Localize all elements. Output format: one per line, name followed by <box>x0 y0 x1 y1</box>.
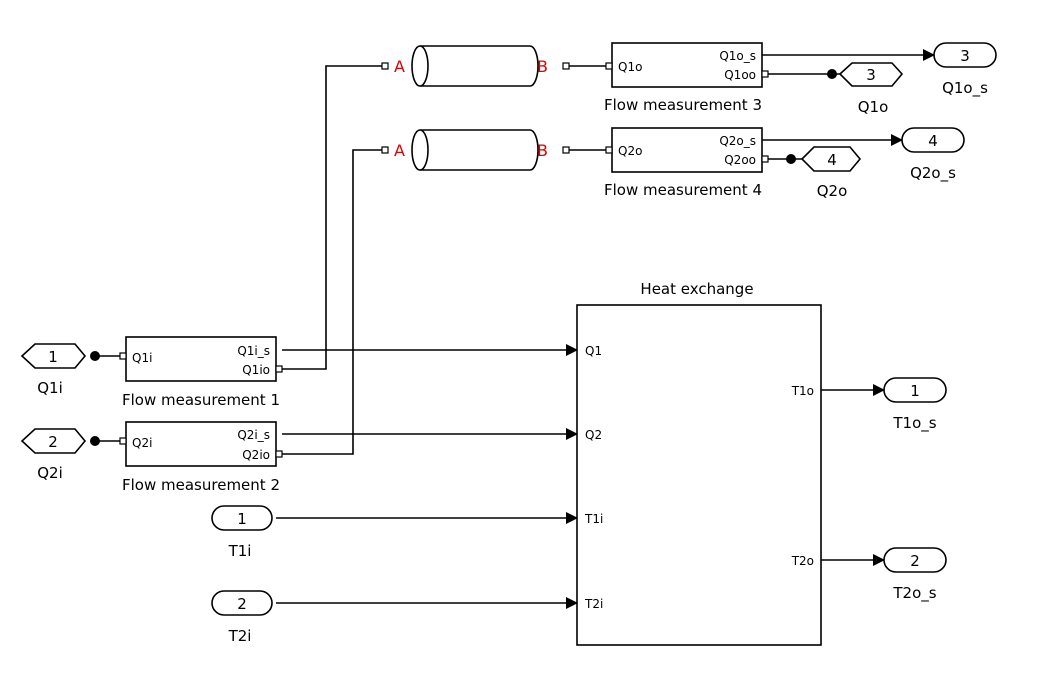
inport-t1i[interactable]: 1 T1i <box>211 505 273 560</box>
port-label: Q1o <box>618 60 642 74</box>
port-icon <box>761 155 769 163</box>
pipe-1-block[interactable]: A B <box>381 45 570 87</box>
block-title: Flow measurement 2 <box>122 476 280 494</box>
port-label: T2o <box>791 554 814 568</box>
flow-measurement-4-block[interactable]: Q2o Q2o_s Q2oo Flow measurement 4 <box>604 127 769 199</box>
pipe-port-a: A <box>394 141 405 160</box>
port-label: T1i <box>584 512 603 526</box>
outport-number: 3 <box>960 47 970 65</box>
pipe-port-b: B <box>537 57 548 76</box>
goto-tag-label: Q2o <box>817 182 848 200</box>
outport-t1o-s[interactable]: 1 T1o_s <box>883 377 947 433</box>
outport-number: 2 <box>910 552 920 570</box>
block-title: Flow measurement 1 <box>122 391 280 409</box>
physical-connection-dot <box>90 436 100 446</box>
port-icon <box>761 70 769 78</box>
block-title: Heat exchange <box>640 280 753 298</box>
goto-tag-number: 2 <box>48 433 58 451</box>
heat-exchange-block[interactable]: Heat exchange Q1 Q2 T1i T2i T1o T2o <box>576 280 822 646</box>
inport-label: T1i <box>228 542 252 560</box>
flow-measurement-3-block[interactable]: Q1o Q1o_s Q1oo Flow measurement 3 <box>604 42 769 114</box>
goto-tag-q2i[interactable]: 2 Q2i <box>20 428 87 482</box>
outport-number: 1 <box>910 382 920 400</box>
pipe-2-block[interactable]: A B <box>381 129 570 171</box>
outport-label: Q2o_s <box>910 164 956 183</box>
outport-label: T1o_s <box>892 414 936 433</box>
port-icon <box>605 62 613 70</box>
outport-q1o-s[interactable]: 3 Q1o_s <box>933 42 997 98</box>
block-title: Flow measurement 3 <box>604 96 762 114</box>
goto-tag-q1o[interactable]: 3 Q1o <box>838 62 904 116</box>
connection-dots <box>90 69 837 446</box>
outport-label: Q1o_s <box>942 79 988 98</box>
port-label: Q1 <box>585 344 602 358</box>
port-icon <box>562 62 570 70</box>
wire-fm1-to-pipe1[interactable] <box>282 65 388 370</box>
wire-fm2-to-pipe2[interactable] <box>282 149 388 455</box>
goto-tag-number: 4 <box>827 151 837 169</box>
inport-label: T2i <box>228 627 252 645</box>
physical-connection-dot <box>786 154 796 164</box>
pipe-cylinder-end <box>411 129 429 171</box>
port-icon <box>275 365 283 373</box>
port-icon <box>605 146 613 154</box>
goto-tag-q2o[interactable]: 4 Q2o <box>800 146 862 200</box>
goto-tag-label: Q1o <box>858 98 889 116</box>
port-label: T2i <box>584 597 603 611</box>
port-label: Q2io <box>242 448 270 462</box>
goto-tag-label: Q2i <box>37 464 63 482</box>
port-label: Q2oo <box>724 153 756 167</box>
flow-measurement-1-block[interactable]: Q1i Q1i_s Q1io Flow measurement 1 <box>119 336 283 409</box>
port-label: T1o <box>791 384 814 398</box>
outport-number: 4 <box>928 132 938 150</box>
pipe-cylinder-icon <box>420 45 539 87</box>
port-label: Q1o_s <box>719 49 756 63</box>
goto-tag-number: 1 <box>48 348 58 366</box>
port-icon <box>119 352 127 360</box>
outport-t2o-s[interactable]: 2 T2o_s <box>883 547 947 603</box>
port-icon <box>562 146 570 154</box>
pipe-port-b: B <box>537 141 548 160</box>
port-label: Q2o <box>618 144 642 158</box>
inport-number: 2 <box>237 595 247 613</box>
port-icon <box>381 62 389 70</box>
outport-q2o-s[interactable]: 4 Q2o_s <box>901 127 965 183</box>
pipe-cylinder-end <box>411 45 429 87</box>
port-icon <box>275 450 283 458</box>
inport-t2i[interactable]: 2 T2i <box>211 590 273 645</box>
goto-tag-label: Q1i <box>37 379 63 397</box>
port-icon <box>381 146 389 154</box>
port-label: Q1io <box>242 363 270 377</box>
port-label: Q2o_s <box>719 134 756 148</box>
pipe-cylinder-icon <box>420 129 539 171</box>
port-label: Q2i_s <box>237 428 270 442</box>
goto-tag-number: 3 <box>866 66 876 84</box>
goto-tag-q1i[interactable]: 1 Q1i <box>20 343 87 397</box>
wires <box>95 49 935 609</box>
port-label: Q1oo <box>724 68 756 82</box>
port-label: Q2 <box>585 428 602 442</box>
flow-measurement-2-block[interactable]: Q2i Q2i_s Q2io Flow measurement 2 <box>119 421 283 494</box>
inport-number: 1 <box>237 510 247 528</box>
physical-connection-dot <box>827 69 837 79</box>
port-icon <box>119 437 127 445</box>
block-title: Flow measurement 4 <box>604 181 762 199</box>
outport-label: T2o_s <box>892 584 936 603</box>
port-label: Q1i <box>132 351 152 365</box>
physical-connection-dot <box>90 351 100 361</box>
port-label: Q2i <box>132 436 152 450</box>
pipe-port-a: A <box>394 57 405 76</box>
port-label: Q1i_s <box>237 344 270 358</box>
